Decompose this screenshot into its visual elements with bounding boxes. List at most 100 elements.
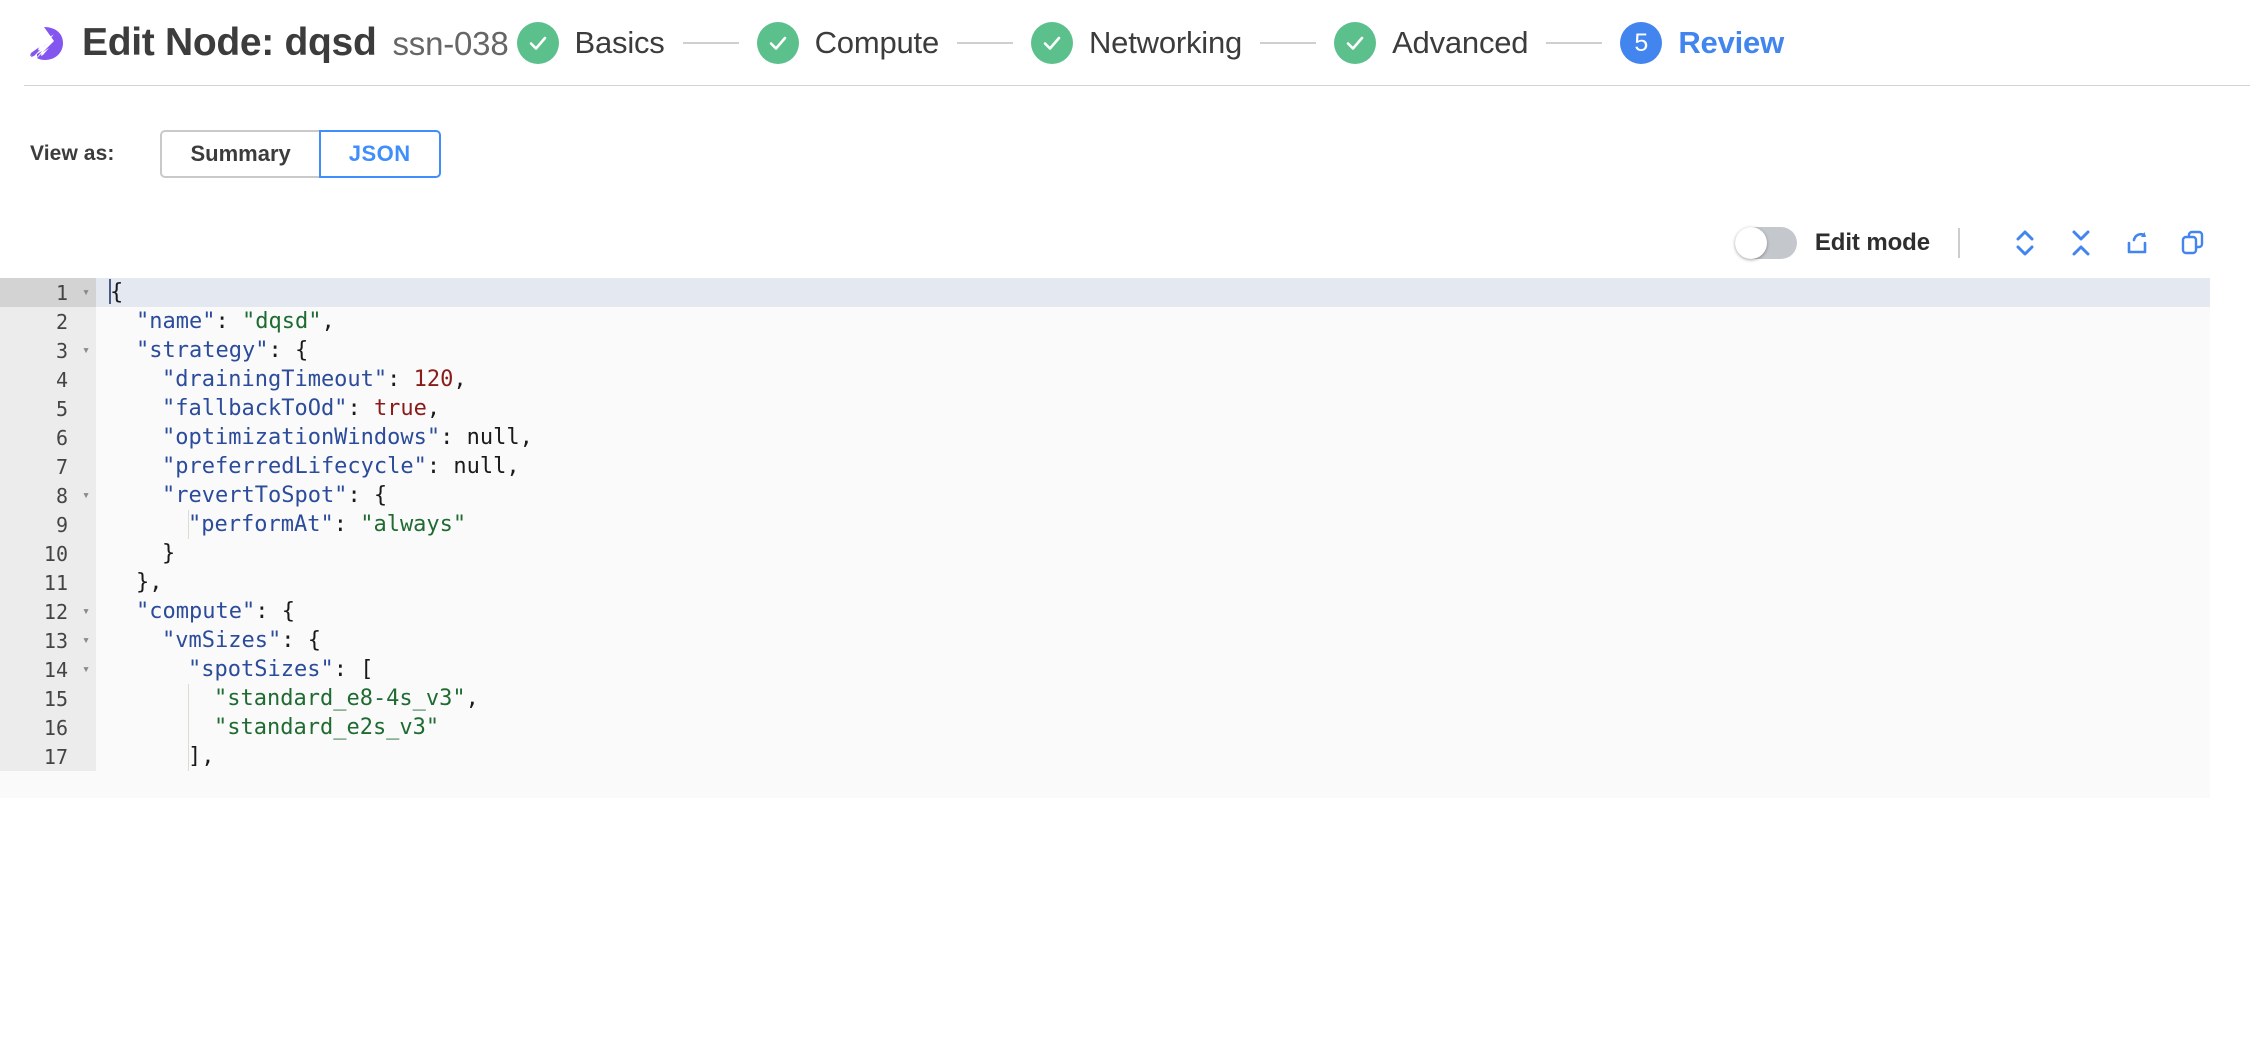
code-line[interactable]: 5 "fallbackToOd": true, [0, 394, 2210, 423]
code-token: : [440, 425, 467, 450]
line-number: 5 [0, 394, 76, 423]
stepper-connector [1260, 42, 1317, 44]
indent-guide [188, 684, 189, 771]
code-line[interactable]: 6 "optimizationWindows": null, [0, 423, 2210, 452]
code-token: "drainingTimeout" [162, 367, 388, 392]
fold-toggle-icon[interactable]: ▾ [76, 626, 96, 655]
view-as-label: View as: [30, 142, 115, 165]
code-text: } [96, 539, 175, 568]
code-line[interactable]: 12▾"compute": { [0, 597, 2210, 626]
code-token: , [453, 367, 467, 392]
header-divider [24, 85, 2250, 86]
spot-logo-icon [24, 21, 68, 65]
code-line[interactable]: 17], [0, 742, 2210, 771]
stepper-connector [957, 42, 1013, 44]
fold-spacer [76, 510, 96, 539]
code-line[interactable]: 2"name": "dqsd", [0, 307, 2210, 336]
page-title-subtitle: ssn-038 [392, 25, 509, 62]
fold-toggle-icon[interactable]: ▾ [76, 336, 96, 365]
fold-spacer [76, 713, 96, 742]
line-number: 9 [0, 510, 76, 539]
fold-toggle-icon[interactable]: ▾ [76, 597, 96, 626]
stepper-step-basics[interactable]: Basics [516, 22, 665, 64]
code-token: : [215, 309, 242, 334]
stepper-label: Compute [814, 25, 940, 60]
copy-icon[interactable] [2176, 226, 2210, 260]
fold-toggle-icon[interactable]: ▾ [76, 278, 96, 307]
code-text: "performAt": "always" [96, 510, 466, 539]
code-line[interactable]: 10} [0, 539, 2210, 568]
code-text: "optimizationWindows": null, [96, 423, 533, 452]
step-complete-check-icon [516, 22, 559, 64]
stepper-step-compute[interactable]: Compute [756, 22, 940, 64]
code-token: : { [255, 599, 295, 624]
fold-spacer [76, 742, 96, 771]
export-icon[interactable] [2120, 226, 2154, 260]
code-token: "compute" [136, 599, 256, 624]
stepper-label: Basics [574, 25, 665, 60]
view-as-option-summary[interactable]: Summary [160, 130, 319, 178]
code-text: "vmSizes": { [96, 626, 321, 655]
code-token: : { [268, 338, 309, 363]
code-line[interactable]: 7"preferredLifecycle": null, [0, 452, 2210, 481]
view-as-option-json[interactable]: JSON [318, 130, 441, 178]
code-text: "strategy": { [96, 336, 308, 365]
code-token: "strategy" [136, 338, 269, 363]
code-token: "preferredLifecycle" [162, 454, 427, 479]
page-title-main: Edit Node: dqsd [82, 21, 377, 64]
code-line[interactable]: 16"standard_e2s_v3" [0, 713, 2210, 742]
code-token: : [ [333, 657, 374, 682]
stepper-label: Review [1678, 25, 1784, 60]
fold-spacer [76, 365, 96, 394]
line-number: 1 [0, 278, 76, 307]
stepper-connector [682, 42, 739, 44]
indent-guide [188, 510, 189, 539]
code-line[interactable]: 13▾"vmSizes": { [0, 626, 2210, 655]
code-token: { [110, 280, 124, 305]
code-line[interactable]: 14▾"spotSizes": [ [0, 655, 2210, 684]
json-editor[interactable]: 1▾{2"name": "dqsd",3▾"strategy": {4"drai… [0, 278, 2210, 798]
code-token: , [519, 425, 533, 450]
fold-spacer [76, 423, 96, 452]
code-token: "revertToSpot" [162, 483, 348, 508]
step-complete-check-icon [1334, 22, 1377, 64]
edit-mode-toggle[interactable] [1734, 227, 1797, 259]
code-line[interactable]: 8▾"revertToSpot": { [0, 481, 2210, 510]
code-line[interactable]: 1▾ { [0, 278, 2210, 307]
code-text: "fallbackToOd": true, [96, 394, 440, 423]
view-as-segmented-control[interactable]: Summary JSON [160, 130, 441, 178]
code-text: "revertToSpot": { [96, 481, 387, 510]
code-token: "spotSizes" [188, 657, 334, 682]
fold-toggle-icon[interactable]: ▾ [76, 655, 96, 684]
line-number: 4 [0, 365, 76, 394]
code-line[interactable]: 9 "performAt": "always" [0, 510, 2210, 539]
stepper-step-networking[interactable]: Networking [1031, 22, 1242, 64]
line-number: 13 [0, 626, 76, 655]
code-token: true [373, 396, 427, 421]
line-number: 12 [0, 597, 76, 626]
code-line[interactable]: 11}, [0, 568, 2210, 597]
fold-toggle-icon[interactable]: ▾ [76, 481, 96, 510]
code-token: "performAt" [188, 512, 334, 537]
fold-spacer [76, 568, 96, 597]
code-line[interactable]: 4"drainingTimeout": 120, [0, 365, 2210, 394]
stepper-step-advanced[interactable]: Advanced [1334, 22, 1529, 64]
code-line[interactable]: 3▾"strategy": { [0, 336, 2210, 365]
code-line[interactable]: 15"standard_e8-4s_v3", [0, 684, 2210, 713]
step-complete-check-icon [1031, 22, 1073, 64]
code-token: : [333, 512, 361, 537]
step-number: 5 [1634, 28, 1649, 57]
step-complete-check-icon [756, 22, 799, 64]
code-token: , [426, 396, 441, 421]
collapse-all-icon[interactable] [2064, 226, 2098, 260]
edit-mode-label: Edit mode [1814, 229, 1930, 256]
fold-spacer [76, 452, 96, 481]
code-token: : [347, 396, 374, 421]
code-text: "spotSizes": [ [96, 655, 373, 684]
code-text: "compute": { [96, 597, 295, 626]
line-number: 6 [0, 423, 76, 452]
expand-all-icon[interactable] [2008, 226, 2042, 260]
stepper-step-review[interactable]: 5 Review [1620, 22, 1784, 64]
code-text: "standard_e8-4s_v3", [96, 684, 479, 713]
code-token: : { [347, 483, 388, 508]
